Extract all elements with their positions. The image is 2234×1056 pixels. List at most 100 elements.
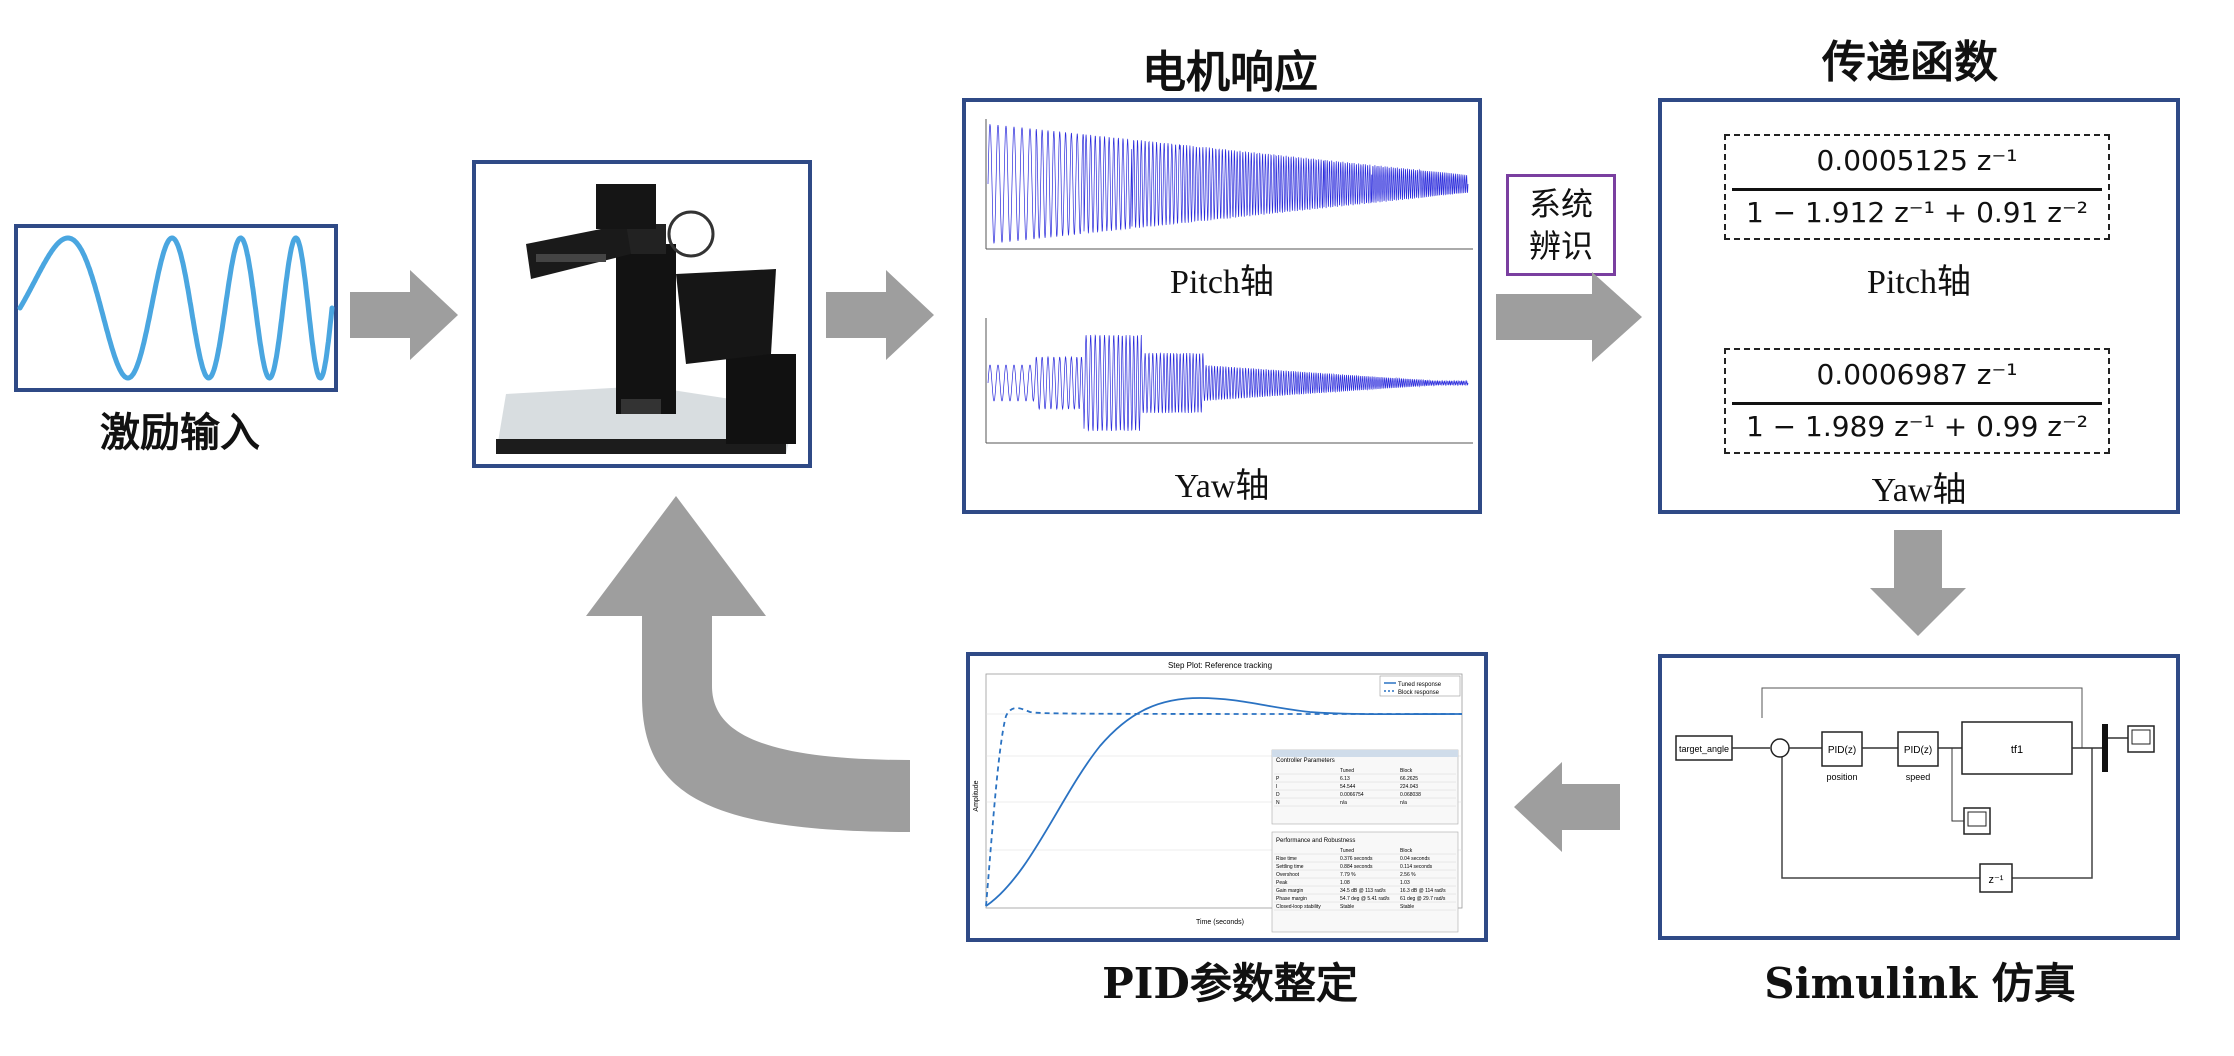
tf1-block <box>1961 721 2073 775</box>
pitch-tf-label: Pitch轴 <box>1867 264 1971 301</box>
arrow-left-icon <box>1514 762 1620 852</box>
table-cell: n/a <box>1400 800 1407 806</box>
table-cell: 2.56 % <box>1400 872 1416 878</box>
yaw-signal <box>987 334 1469 432</box>
block-response-curve <box>985 707 1463 907</box>
curved-return-arrow-icon <box>586 496 910 832</box>
table-cell: Block <box>1400 768 1413 774</box>
table-cell: Settling time <box>1276 864 1304 870</box>
svg-text:Controller Parameters: Controller Parameters <box>1276 758 1335 764</box>
table-cell: 16.3 dB @ 114 rad/s <box>1400 888 1446 894</box>
table-cell: Block <box>1400 848 1413 854</box>
pitch-axis-label: Pitch轴 <box>1170 264 1274 301</box>
response-trace <box>987 334 1469 432</box>
excitation-panel <box>14 224 338 392</box>
table-cell: 1.03 <box>1400 880 1410 886</box>
yaw-tf-numerator: 0.0006987 z⁻¹ <box>1816 358 2018 391</box>
table-cell: Gain margin <box>1276 888 1303 894</box>
pid-tuning-panel: Step Plot: Reference tracking Tuned resp… <box>966 652 1488 942</box>
sysid-line2: 辨识 <box>1528 227 1593 265</box>
table-cell: Tuned <box>1340 768 1354 774</box>
svg-text:Step Plot: Reference tracking: Step Plot: Reference tracking <box>1168 661 1272 670</box>
pitch-tf-numerator: 0.0005125 z⁻¹ <box>1816 144 2018 177</box>
arrow-right-icon <box>350 270 458 360</box>
sum-block <box>1770 738 1790 758</box>
table-cell: 0.04 seconds <box>1400 856 1430 862</box>
table-cell: Closed-loop stability <box>1276 904 1321 910</box>
gimbal-photo-panel <box>472 160 812 468</box>
table-cell: N <box>1276 800 1280 806</box>
sysid-line1: 系统 <box>1528 185 1593 223</box>
table-cell: Stable <box>1400 904 1414 910</box>
table-cell: 224.043 <box>1400 784 1418 790</box>
simulink-panel: target_angle PID(z) position PID(z) spee… <box>1658 654 2180 940</box>
svg-text:PID(z): PID(z) <box>1904 745 1932 756</box>
svg-text:PID(z): PID(z) <box>1828 745 1856 756</box>
yaw-response-plot <box>985 318 1473 444</box>
table-cell: Stable <box>1340 904 1354 910</box>
svg-text:Tuned response: Tuned response <box>1398 682 1442 688</box>
svg-text:Performance and Robustness: Performance and Robustness <box>1276 838 1355 844</box>
table-cell: 1.08 <box>1340 880 1350 886</box>
target-angle-text: target_angle <box>1679 744 1729 754</box>
table-cell: I <box>1276 784 1277 790</box>
response-trace <box>987 123 1469 244</box>
motor-response-title: 电机响应 <box>1142 47 1318 98</box>
svg-text:Time (seconds): Time (seconds) <box>1196 919 1244 926</box>
pitch-tf-denominator: 1 − 1.912 z⁻¹ + 0.91 z⁻² <box>1745 196 2089 229</box>
pitch-response-plot <box>985 119 1473 250</box>
legend <box>1379 675 1461 697</box>
table-cell: 7.79 % <box>1340 872 1356 878</box>
sine-sweep-plot <box>17 235 335 381</box>
simulink-title: Simulink 仿真 <box>1764 959 2076 1008</box>
table-cell: Peak <box>1276 880 1288 886</box>
svg-text:Amplitude: Amplitude <box>973 780 980 811</box>
transfer-function-panel: 0.0005125 z⁻¹ 1 − 1.912 z⁻¹ + 0.91 z⁻² P… <box>1658 98 2180 514</box>
pid-tuning-title: PID参数整定 <box>1102 959 1358 1008</box>
table-cell: 66.2625 <box>1400 776 1418 782</box>
transfer-function-title: 传递函数 <box>1822 37 1998 88</box>
performance-table: Performance and Robustness Tuned BlockRis… <box>1271 831 1459 933</box>
step-response-plot: Step Plot: Reference tracking Tuned resp… <box>973 661 1463 933</box>
table-cell: 6.13 <box>1340 776 1350 782</box>
yaw-tf-denominator: 1 − 1.989 z⁻¹ + 0.99 z⁻² <box>1745 410 2089 443</box>
table-cell: 54.544 <box>1340 784 1356 790</box>
table-cell: 0.0066754 <box>1340 792 1364 798</box>
motor-response-panel: Pitch轴 Yaw轴 <box>962 98 1482 514</box>
unit-delay-block <box>1979 863 2013 893</box>
yaw-tf-label: Yaw轴 <box>1871 472 1967 509</box>
simulink-block-diagram: target_angle PID(z) position PID(z) spee… <box>1675 687 2155 893</box>
table-cell: Rise time <box>1276 856 1297 862</box>
yaw-transfer-function: 0.0006987 z⁻¹ 1 − 1.989 z⁻¹ + 0.99 z⁻² <box>1724 348 2110 454</box>
fraction-bar <box>1732 402 2102 405</box>
mux-block <box>2102 724 2108 772</box>
table-cell: D <box>1276 792 1280 798</box>
svg-text:z⁻¹: z⁻¹ <box>1989 874 2004 886</box>
table-cell: n/a <box>1340 800 1347 806</box>
svg-text:Block response: Block response <box>1398 690 1440 696</box>
pitch-transfer-function: 0.0005125 z⁻¹ 1 − 1.912 z⁻¹ + 0.91 z⁻² <box>1724 134 2110 240</box>
pitch-signal <box>987 123 1469 244</box>
arrow-down-icon <box>1870 530 1966 636</box>
svg-text:speed: speed <box>1906 772 1931 782</box>
table-cell: Phase margin <box>1276 896 1307 902</box>
table-cell: 34.5 dB @ 113 rad/s <box>1340 888 1386 894</box>
fraction-bar <box>1732 188 2102 191</box>
arrow-right-icon <box>1496 272 1642 362</box>
table-cell: 61 deg @ 29.7 rad/s <box>1400 896 1446 902</box>
table-cell: P <box>1276 776 1280 782</box>
table-cell: 0.114 seconds <box>1400 864 1433 870</box>
table-cell: Overshoot <box>1276 872 1300 878</box>
gimbal-device-image <box>496 184 796 454</box>
pid-position-block <box>1821 731 1863 767</box>
pid-speed-block <box>1897 731 1939 767</box>
table-cell: 0.376 seconds <box>1340 856 1373 862</box>
yaw-axis-label: Yaw轴 <box>1174 468 1270 505</box>
svg-text:position: position <box>1826 772 1857 782</box>
excitation-label: 激励输入 <box>100 409 260 456</box>
table-cell: Tuned <box>1340 848 1354 854</box>
table-cell: 0.884 seconds <box>1340 864 1373 870</box>
system-identification-box: 系统 辨识 <box>1506 174 1616 276</box>
table-cell: 0.068038 <box>1400 792 1421 798</box>
